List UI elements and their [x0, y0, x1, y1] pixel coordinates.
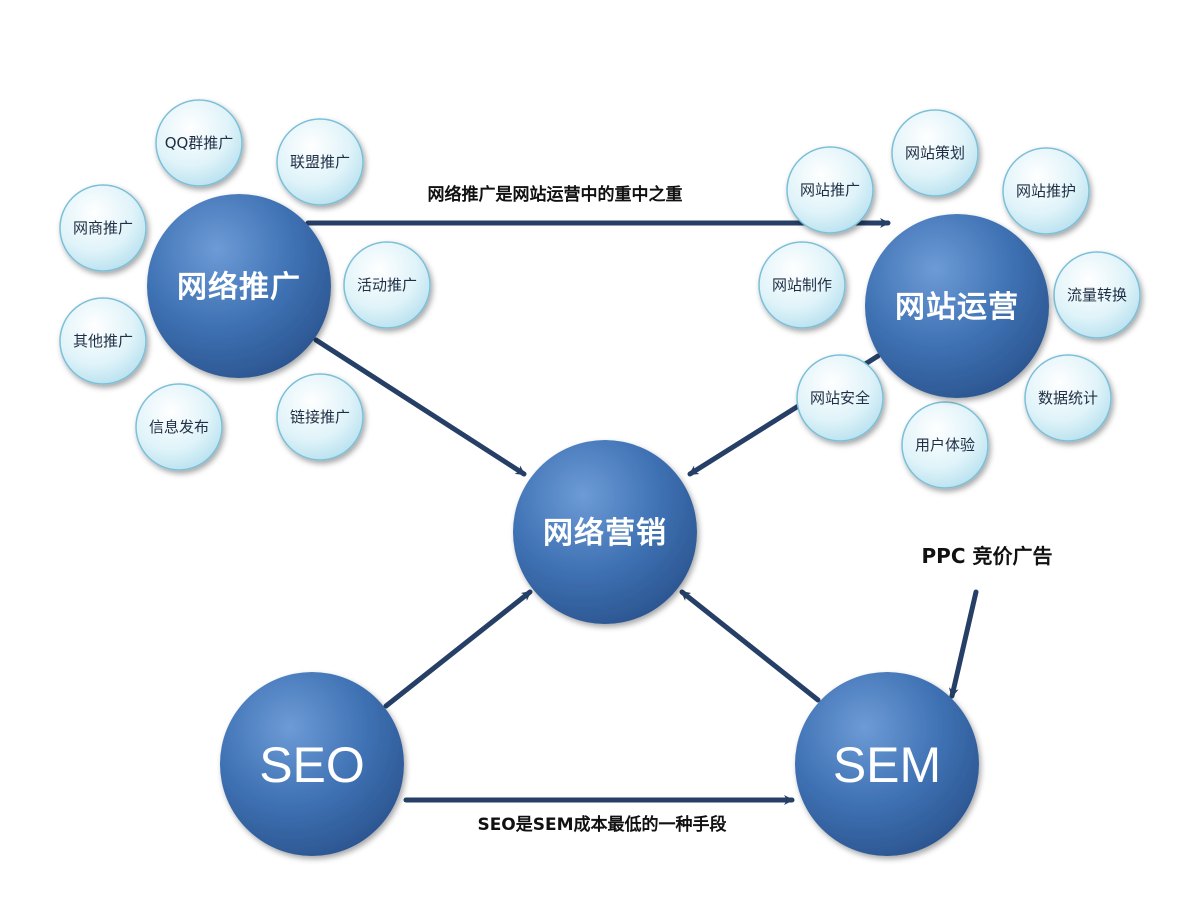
- label-sem: SEM: [833, 737, 941, 793]
- label-activity-promo: 活动推广: [357, 276, 417, 294]
- node-activity-promo: [343, 241, 431, 329]
- label-site-promotion: 网站推广: [800, 181, 860, 199]
- node-other-promo: [59, 297, 147, 385]
- node-data-stats: [1024, 354, 1112, 442]
- label-qq-promo: QQ群推广: [165, 134, 234, 152]
- label-site-maintenance: 网站推护: [1016, 182, 1076, 200]
- caption-seo-to-sem: SEO是SEM成本最低的一种手段: [477, 814, 726, 835]
- node-net-promo: [147, 194, 331, 378]
- node-net-marketing: [513, 440, 697, 624]
- node-info-publish: [135, 383, 223, 471]
- label-traffic-conversion: 流量转换: [1067, 286, 1127, 304]
- label-site-planning: 网站策划: [905, 144, 965, 162]
- node-link-promo: [276, 373, 364, 461]
- label-net-marketing: 网络营销: [543, 516, 667, 551]
- node-site-promotion: [786, 146, 874, 234]
- label-link-promo: 链接推广: [290, 408, 350, 426]
- label-merchant-promo: 网商推广: [73, 219, 133, 237]
- node-qq-promo: [155, 99, 243, 187]
- label-site-ops: 网站运营: [895, 290, 1019, 325]
- caption-ppc: PPC 竞价广告: [922, 544, 1053, 568]
- label-net-promo: 网络推广: [177, 270, 301, 305]
- label-user-experience: 用户体验: [915, 436, 975, 454]
- node-alliance-promo: [276, 118, 364, 206]
- label-info-publish: 信息发布: [149, 418, 209, 436]
- node-user-experience: [901, 401, 989, 489]
- label-site-production: 网站制作: [772, 276, 832, 294]
- label-alliance-promo: 联盟推广: [290, 153, 350, 171]
- arrow-seo-to-marketing: [383, 589, 533, 709]
- node-site-ops: [865, 214, 1049, 398]
- ops-items: 网站策划 网站推广 网站推护 网站制作 流量转换 网站安全 数据统计 用户体验: [758, 109, 1141, 489]
- promo-items: QQ群推广 联盟推广 网商推广 活动推广 其他推广 信息发布 链接推广: [59, 99, 431, 471]
- node-traffic-conversion: [1053, 251, 1141, 339]
- arrow-sem-to-marketing: [679, 589, 821, 703]
- label-site-security: 网站安全: [810, 389, 870, 407]
- label-seo: SEO: [259, 737, 365, 793]
- node-sem: [795, 672, 979, 856]
- arrow-ppc-to-sem: [948, 589, 979, 699]
- label-data-stats: 数据统计: [1038, 389, 1098, 407]
- label-other-promo: 其他推广: [73, 332, 133, 350]
- node-site-planning: [891, 109, 979, 197]
- caption-promo-to-ops: 网络推广是网站运营中的重中之重: [428, 184, 683, 205]
- node-site-production: [758, 241, 846, 329]
- node-site-security: [796, 354, 884, 442]
- node-seo: [220, 672, 404, 856]
- node-merchant-promo: [59, 184, 147, 272]
- arrow-promo-to-marketing: [313, 337, 527, 477]
- main-nodes: 网络推广 网站运营 网络营销 SEO SEM: [147, 194, 1049, 856]
- node-site-maintenance: [1002, 147, 1090, 235]
